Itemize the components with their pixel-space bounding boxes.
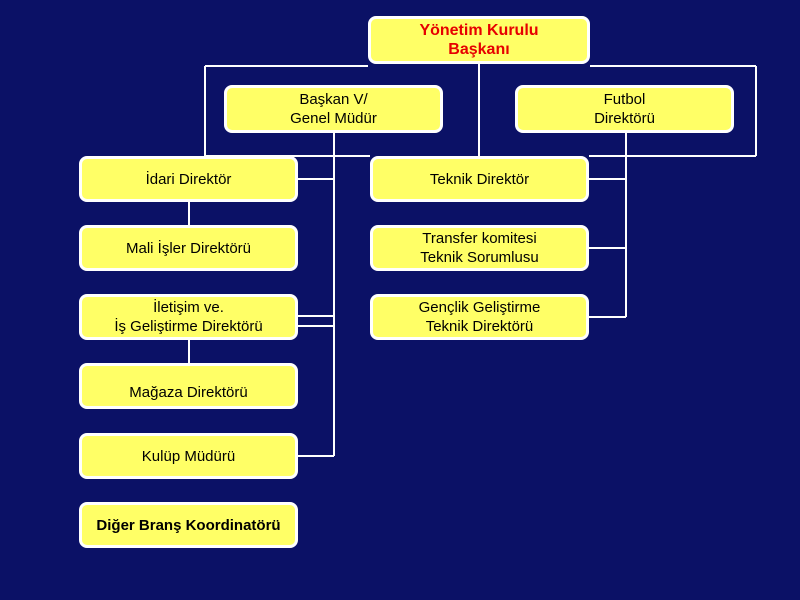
club-manager-box: Kulüp Müdürü (79, 433, 298, 479)
transfer-committee-box: Transfer komitesi Teknik Sorumlusu (370, 225, 589, 271)
administrative-director-box: İdari Direktör (79, 156, 298, 202)
president-box: Yönetim Kurulu Başkanı (368, 16, 590, 64)
communications-director-box: İletişim ve. İş Geliştirme Direktörü (79, 294, 298, 340)
other-branch-coordinator-box: Diğer Branş Koordinatörü (79, 502, 298, 548)
store-director-box: Mağaza Direktörü (79, 363, 298, 409)
finance-director-box: Mali İşler Direktörü (79, 225, 298, 271)
youth-development-director-box: Gençlik Geliştirme Teknik Direktörü (370, 294, 589, 340)
football-director-box: Futbol Direktörü (515, 85, 734, 133)
technical-director-box: Teknik Direktör (370, 156, 589, 202)
vice-president-box: Başkan V/ Genel Müdür (224, 85, 443, 133)
